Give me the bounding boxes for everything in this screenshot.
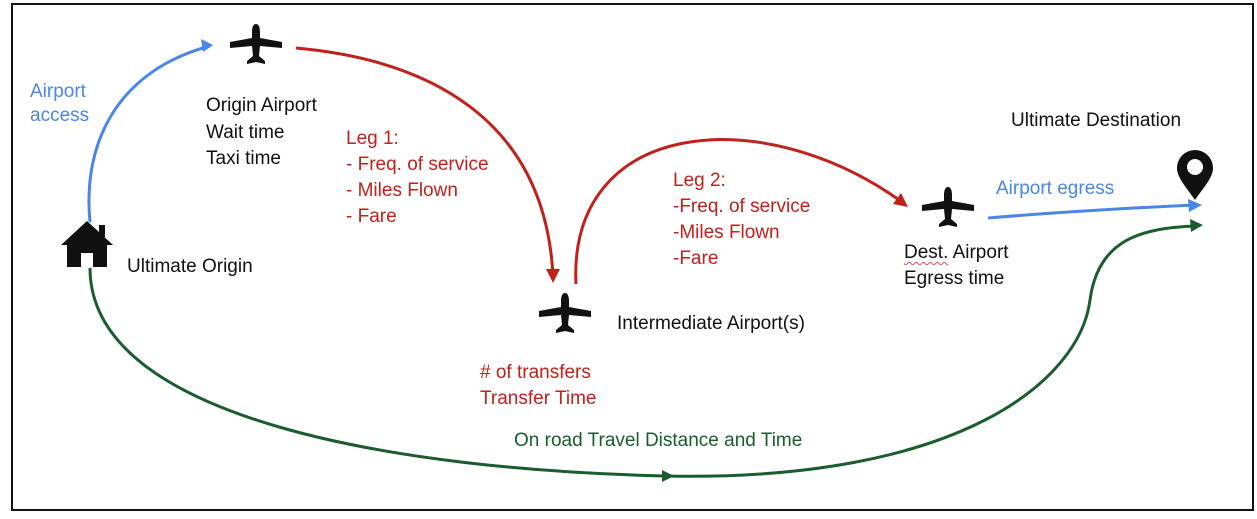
on-road-end-arrowhead <box>1190 219 1203 232</box>
leg2-arrowhead <box>893 193 908 207</box>
leg1-label: Leg 1: - Freq. of service - Miles Flown … <box>346 128 489 227</box>
intermediate-airports-label: Intermediate Airport(s) <box>617 313 805 334</box>
map-pin-icon <box>1177 150 1213 200</box>
dest-abbr: Dest. <box>904 242 949 263</box>
diagram-border <box>11 3 1254 511</box>
intermediate-airplane-icon <box>539 293 591 333</box>
dest-airport-title: Dest. Airport <box>904 241 1009 265</box>
on-road-mid-arrowhead <box>662 470 674 482</box>
ultimate-origin-label: Ultimate Origin <box>127 256 253 277</box>
leg1-arrowhead <box>546 269 560 283</box>
egress-time-label: Egress time <box>904 268 1005 289</box>
leg2-arrow <box>574 138 903 285</box>
dest-airport-word: Airport <box>948 242 1009 263</box>
leg1-arrow <box>295 46 555 277</box>
airport-egress-arrowhead <box>1188 199 1202 212</box>
origin-airport-title: Origin Airport <box>206 95 317 116</box>
ultimate-destination-label: Ultimate Destination <box>1011 110 1182 131</box>
origin-airplane-icon <box>230 24 282 64</box>
transfers-label: # of transfers Transfer Time <box>480 362 597 409</box>
house-icon <box>61 221 113 267</box>
dest-airplane-icon <box>922 187 974 227</box>
on-road-arrow <box>88 224 1197 478</box>
on-road-label: On road Travel Distance and Time <box>514 430 803 451</box>
leg2-label: Leg 2: -Freq. of service -Miles Flown -F… <box>673 170 811 269</box>
airport-access-arrow <box>87 44 211 223</box>
airport-egress-arrow <box>987 203 1196 220</box>
origin-airport-details: Wait time Taxi time <box>206 122 285 169</box>
airport-access-arrowhead <box>201 39 213 52</box>
airport-access-label: Airport access <box>30 81 90 126</box>
airport-egress-label: Airport egress <box>996 178 1115 199</box>
